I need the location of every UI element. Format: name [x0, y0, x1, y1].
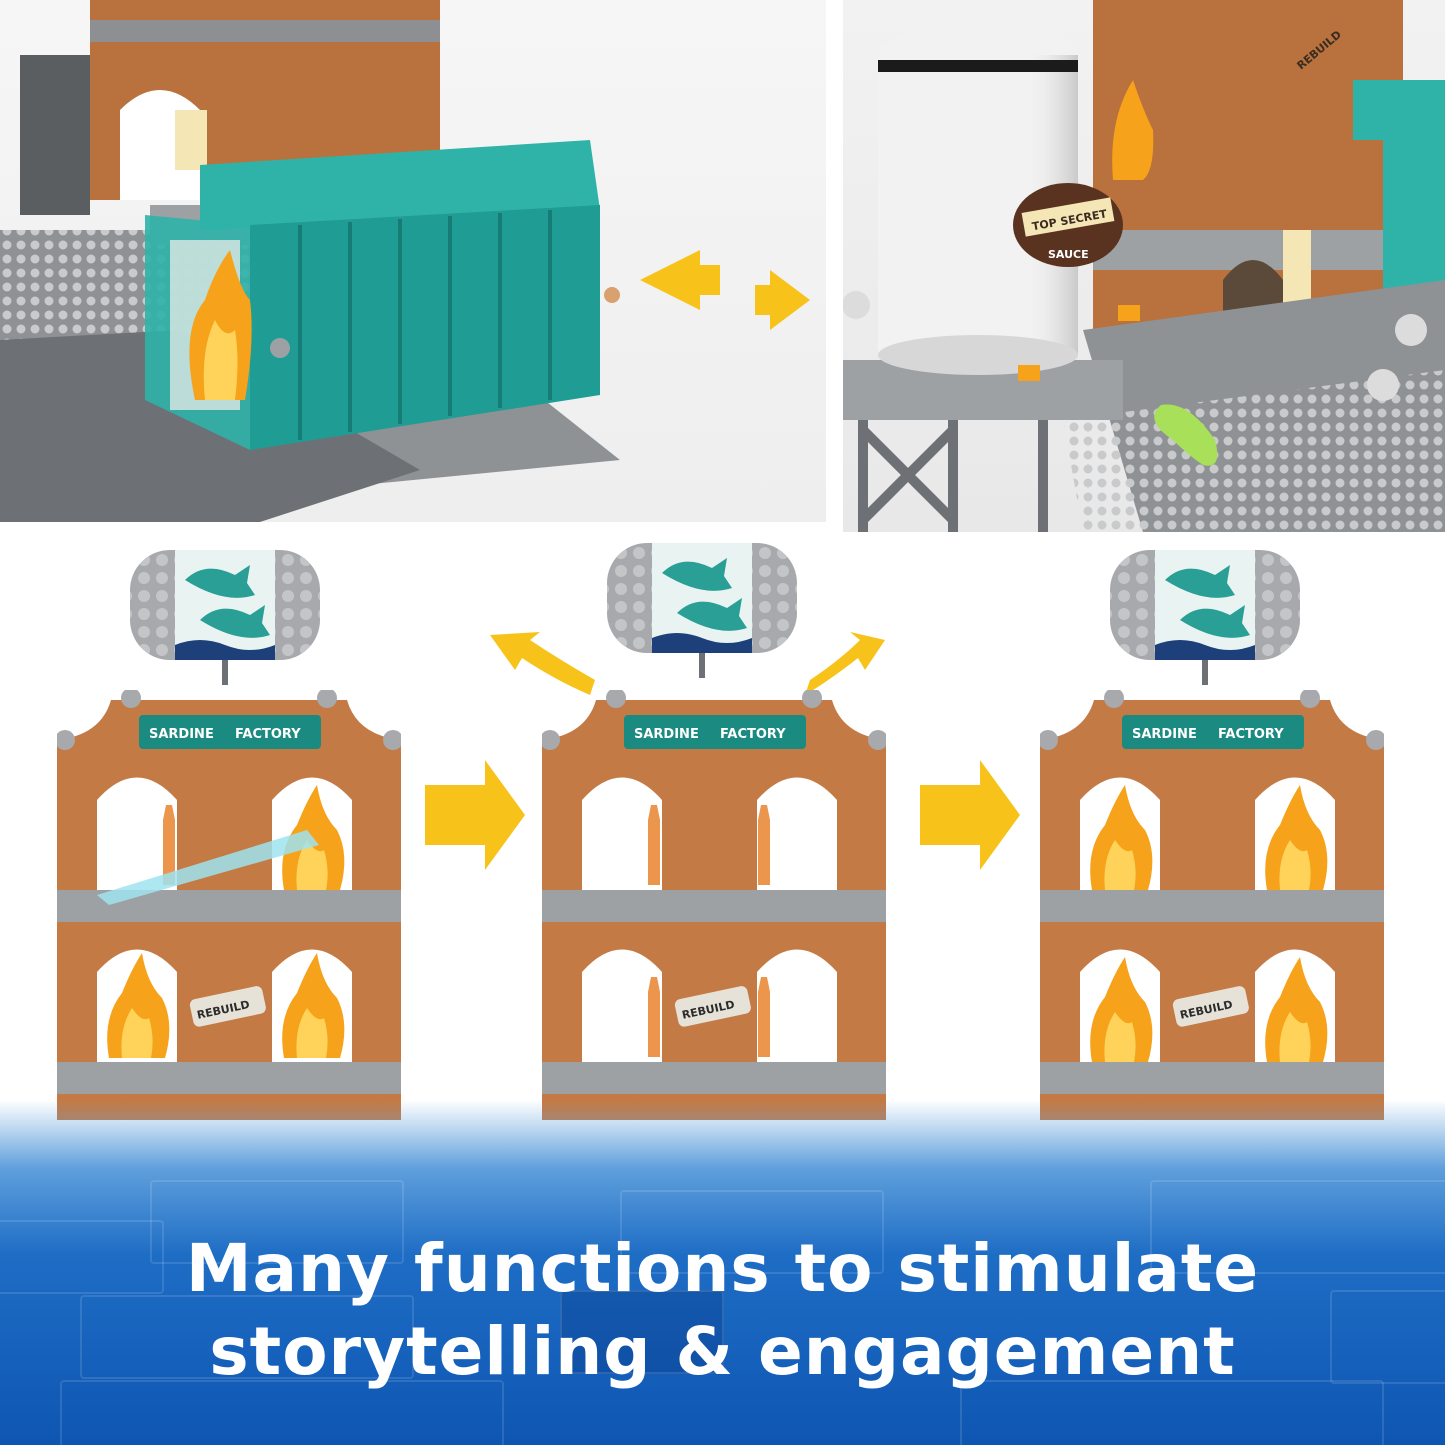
door-lock-icon	[270, 338, 290, 358]
photo-container-fire	[0, 0, 826, 522]
caption-band: Many functions to stimulate storytelling…	[0, 1100, 1445, 1445]
sign-left: SARDINE	[1132, 727, 1197, 742]
caption-line-1: Many functions to stimulate	[185, 1230, 1260, 1307]
rotate-arrows-icon	[490, 632, 885, 695]
building-reignited: SARDINE FACTORY REBUILD	[1038, 688, 1386, 1120]
next-arrow-icon	[425, 760, 525, 870]
sign-right: FACTORY	[720, 727, 786, 742]
swap-arrows-icon	[640, 250, 810, 330]
sign-right: FACTORY	[235, 727, 301, 742]
water-spray-icon	[97, 830, 319, 905]
next-arrow-icon	[920, 760, 1020, 870]
caption-line-2: storytelling & engagement	[209, 1313, 1236, 1390]
building-extinguished: SARDINE FACTORY REBUILD	[540, 688, 888, 1120]
danger-sign	[175, 110, 207, 170]
top-secret-sauce-label: TOP SECRET SAUCE	[1013, 183, 1123, 267]
sign-left: SARDINE	[634, 727, 699, 742]
buildings-sequence	[0, 510, 1445, 870]
panel-divider	[826, 0, 843, 540]
slime-projectile-icon	[1154, 404, 1218, 466]
sign-left: SARDINE	[149, 727, 214, 742]
building-on-fire: SARDINE FACTORY REBUILD	[55, 688, 403, 1120]
svg-text:SAUCE: SAUCE	[1048, 248, 1089, 261]
container-fire-illustration	[0, 0, 810, 522]
sauce-tank-illustration: REBUILD	[843, 0, 1445, 532]
photo-sauce-tank: REBUILD	[843, 0, 1445, 532]
sign-right: FACTORY	[1218, 727, 1284, 742]
